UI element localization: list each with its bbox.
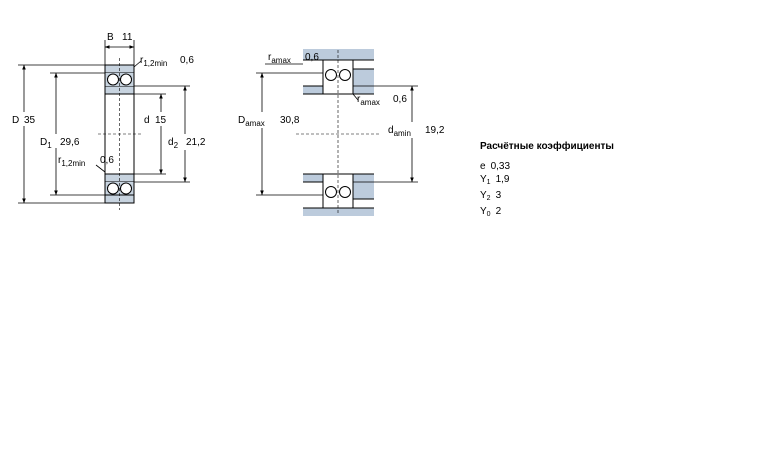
mounting-section (296, 49, 380, 216)
ramax-mid: ramax 0,6 (352, 93, 407, 107)
r12-top-label: r1,2min (140, 55, 167, 68)
r12min-top: r1,2min 0,6 (133, 55, 194, 68)
coef-row-e: e 0,33 (480, 160, 614, 173)
coef-subscript: 1 (486, 179, 491, 186)
ramax-top: ramax 0,6 (265, 52, 319, 65)
dim-B: B 11 (104, 32, 135, 65)
mount-ball-bottom-1 (325, 186, 337, 198)
ra-mid-label: ramax (357, 94, 380, 107)
ball-bottom-2 (120, 182, 132, 195)
dim-Da: Damax 30,8 (236, 72, 323, 196)
coef-subscript: 0 (486, 211, 491, 218)
ball-top-2 (120, 73, 132, 86)
coef-symbol: Y (480, 190, 487, 201)
d-label: d (144, 115, 150, 126)
coef-value: 2 (495, 206, 502, 217)
r12min-mid: r1,2min 0,6 (58, 155, 114, 173)
mount-ball-top-1 (325, 69, 337, 81)
D-value: 35 (24, 115, 36, 126)
r12-mid-value: 0,6 (100, 155, 114, 166)
da-value: 19,2 (425, 125, 445, 136)
coef-value: 0,33 (490, 161, 511, 172)
coef-row-y1: Y1 1,9 (480, 173, 614, 189)
coef-symbol: e (480, 161, 486, 172)
r12-mid-label: r1,2min (58, 155, 85, 168)
Da-value: 30,8 (280, 115, 300, 126)
B-value: 11 (122, 32, 133, 43)
coef-value: 1,9 (495, 174, 510, 185)
d2-label: d2 (168, 137, 179, 150)
d2-value: 21,2 (186, 137, 206, 148)
mount-ball-bottom-2 (339, 186, 351, 198)
ball-bottom-1 (107, 182, 119, 195)
coef-symbol: Y (480, 206, 487, 217)
D1-label: D1 (40, 137, 52, 150)
D-label: D (12, 115, 19, 126)
coefficients-title: Расчётные коэффициенты (480, 141, 614, 152)
coef-symbol: Y (480, 174, 487, 185)
r12-top-value: 0,6 (180, 55, 194, 66)
ra-top-value: 0,6 (305, 52, 319, 63)
B-label: B (107, 32, 114, 43)
ra-top-label: ramax (268, 52, 291, 65)
coef-value: 3 (495, 190, 502, 201)
ra-mid-value: 0,6 (393, 94, 407, 105)
da-label: damin (388, 125, 411, 138)
D1-value: 29,6 (60, 137, 80, 148)
dim-D: D 35 (10, 64, 105, 204)
bearing-left-section (98, 58, 142, 210)
dim-d: d 15 (134, 93, 171, 175)
ball-top-1 (107, 73, 119, 86)
Da-label: Damax (238, 115, 265, 128)
coef-subscript: 2 (486, 195, 491, 202)
mount-ball-top-2 (339, 69, 351, 81)
dim-da: damin 19,2 (353, 85, 448, 183)
d-value: 15 (155, 115, 167, 126)
dim-D1: D1 29,6 (38, 72, 105, 196)
dim-d2: d2 21,2 (134, 85, 212, 183)
